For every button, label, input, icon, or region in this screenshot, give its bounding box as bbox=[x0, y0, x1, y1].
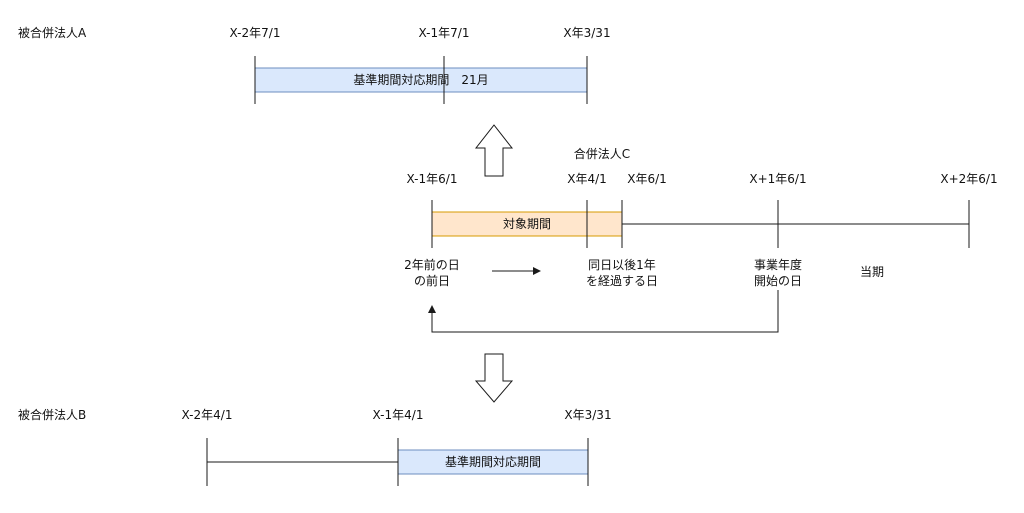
date-a-1: X-2年7/1 bbox=[229, 26, 281, 40]
date-c-1: X-1年6/1 bbox=[406, 172, 458, 186]
current-period-label: 当期 bbox=[860, 265, 885, 279]
period-box-a bbox=[254, 67, 588, 93]
period-box-b bbox=[397, 449, 589, 475]
down-arrow-icon bbox=[474, 353, 514, 403]
note-mid-line2: を経過する日 bbox=[585, 274, 658, 288]
date-c-4: X+1年6/1 bbox=[749, 172, 807, 186]
date-b-2: X-1年4/1 bbox=[372, 408, 424, 422]
entity-a-label: 被合併法人A bbox=[18, 26, 87, 40]
period-box-b-label: 基準期間対応期間 bbox=[444, 455, 541, 469]
entity-c-label: 合併法人C bbox=[573, 147, 631, 161]
period-box-a-label: 基準期間対応期間 21月 bbox=[353, 73, 489, 87]
date-c-2: X年4/1 bbox=[567, 172, 607, 186]
note-left-line1: 2年前の日 bbox=[404, 258, 460, 272]
entity-b-label: 被合併法人B bbox=[18, 408, 87, 422]
note-mid-line1: 同日以後1年 bbox=[588, 258, 656, 272]
note-left-line2: の前日 bbox=[413, 274, 450, 288]
date-a-3: X年3/31 bbox=[563, 26, 611, 40]
date-a-2: X-1年7/1 bbox=[418, 26, 470, 40]
date-c-3: X年6/1 bbox=[627, 172, 667, 186]
note-right-line2: 開始の日 bbox=[753, 274, 802, 288]
return-arrow-icon bbox=[428, 290, 779, 333]
date-b-1: X-2年4/1 bbox=[181, 408, 233, 422]
up-arrow-icon bbox=[474, 124, 514, 177]
date-b-3: X年3/31 bbox=[564, 408, 612, 422]
target-period-label: 対象期間 bbox=[502, 217, 551, 231]
note-right-line1: 事業年度 bbox=[753, 258, 802, 272]
date-c-5: X+2年6/1 bbox=[940, 172, 998, 186]
